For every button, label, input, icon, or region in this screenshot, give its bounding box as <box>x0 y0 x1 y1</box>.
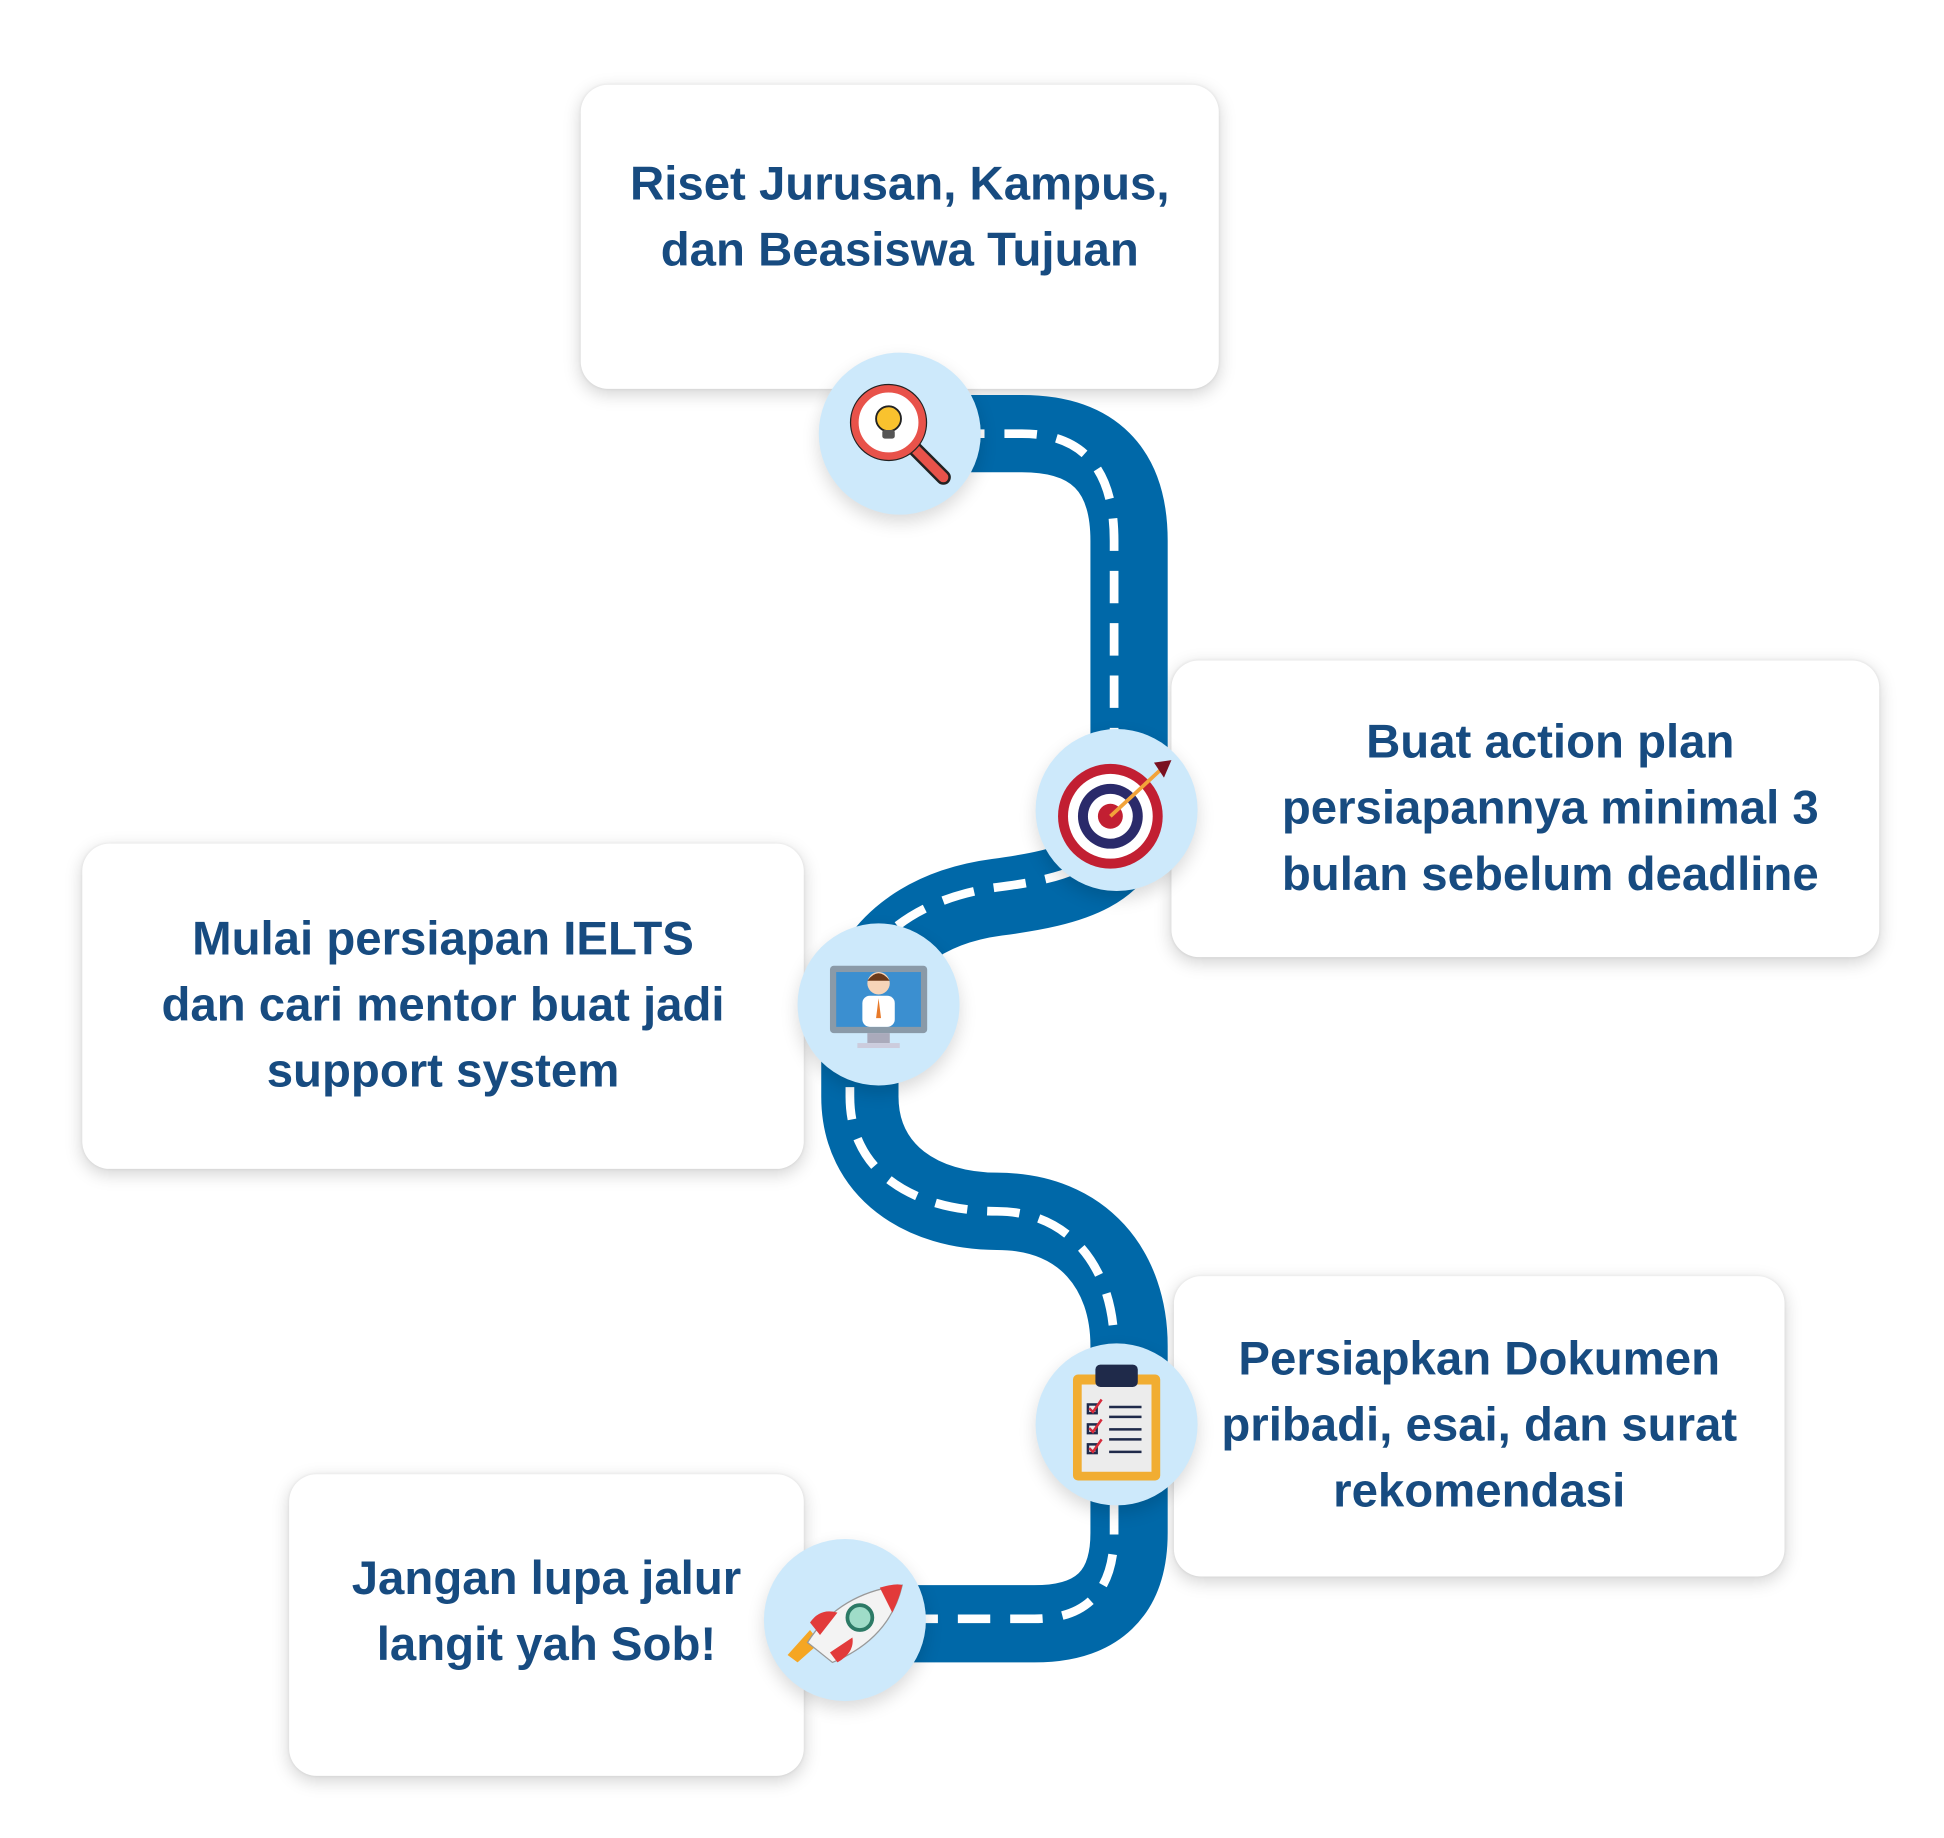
rocket-icon <box>787 1584 904 1664</box>
step-1-text: Riset Jurusan, Kampus, dan Beasiswa Tuju… <box>630 152 1169 284</box>
clipboard-checklist-icon <box>1072 1364 1161 1481</box>
step-2-line: persiapannya minimal 3 <box>1281 781 1819 835</box>
step-2-node <box>1035 729 1198 892</box>
step-card-5: Jangan lupa jalur langit yah Sob! <box>289 1474 804 1776</box>
step-1-line: dan Beasiswa Tujuan <box>660 224 1139 277</box>
step-3-line: Mulai persiapan IELTS <box>192 913 694 966</box>
magnifier-lightbulb-icon <box>849 383 951 485</box>
target-icon <box>1058 760 1172 869</box>
step-1-node <box>818 352 981 515</box>
step-card-3: Mulai persiapan IELTS dan cari mentor bu… <box>82 843 804 1169</box>
step-3-line: support system <box>266 1045 620 1098</box>
step-4-line: Persiapkan Dokumen <box>1238 1333 1721 1386</box>
step-card-4: Persiapkan Dokumen pribadi, esai, dan su… <box>1173 1276 1785 1577</box>
step-2-text: Buat action plan persiapannya minimal 3 … <box>1282 710 1819 908</box>
step-4-line: pribadi, esai, dan surat <box>1221 1399 1738 1452</box>
step-card-1: Riset Jurusan, Kampus, dan Beasiswa Tuju… <box>580 84 1219 389</box>
step-4-node <box>1035 1343 1198 1506</box>
step-4-line: rekomendasi <box>1333 1465 1626 1518</box>
step-2-line: Buat action plan <box>1366 715 1735 769</box>
step-3-text: Mulai persiapan IELTS dan cari mentor bu… <box>161 907 724 1105</box>
step-1-line: Riset Jurusan, Kampus, <box>630 158 1170 211</box>
step-5-text: Jangan lupa jalur langit yah Sob! <box>352 1547 741 1679</box>
step-3-node <box>797 923 960 1086</box>
step-5-line: langit yah Sob! <box>376 1618 717 1672</box>
step-5-node <box>763 1539 926 1702</box>
step-2-line: bulan sebelum deadline <box>1281 848 1819 901</box>
step-5-line: Jangan lupa jalur <box>351 1552 742 1606</box>
step-card-2: Buat action plan persiapannya minimal 3 … <box>1171 660 1880 958</box>
step-4-text: Persiapkan Dokumen pribadi, esai, dan su… <box>1221 1327 1737 1525</box>
mentor-monitor-icon <box>829 965 928 1049</box>
step-3-line: dan cari mentor buat jadi <box>161 979 725 1032</box>
